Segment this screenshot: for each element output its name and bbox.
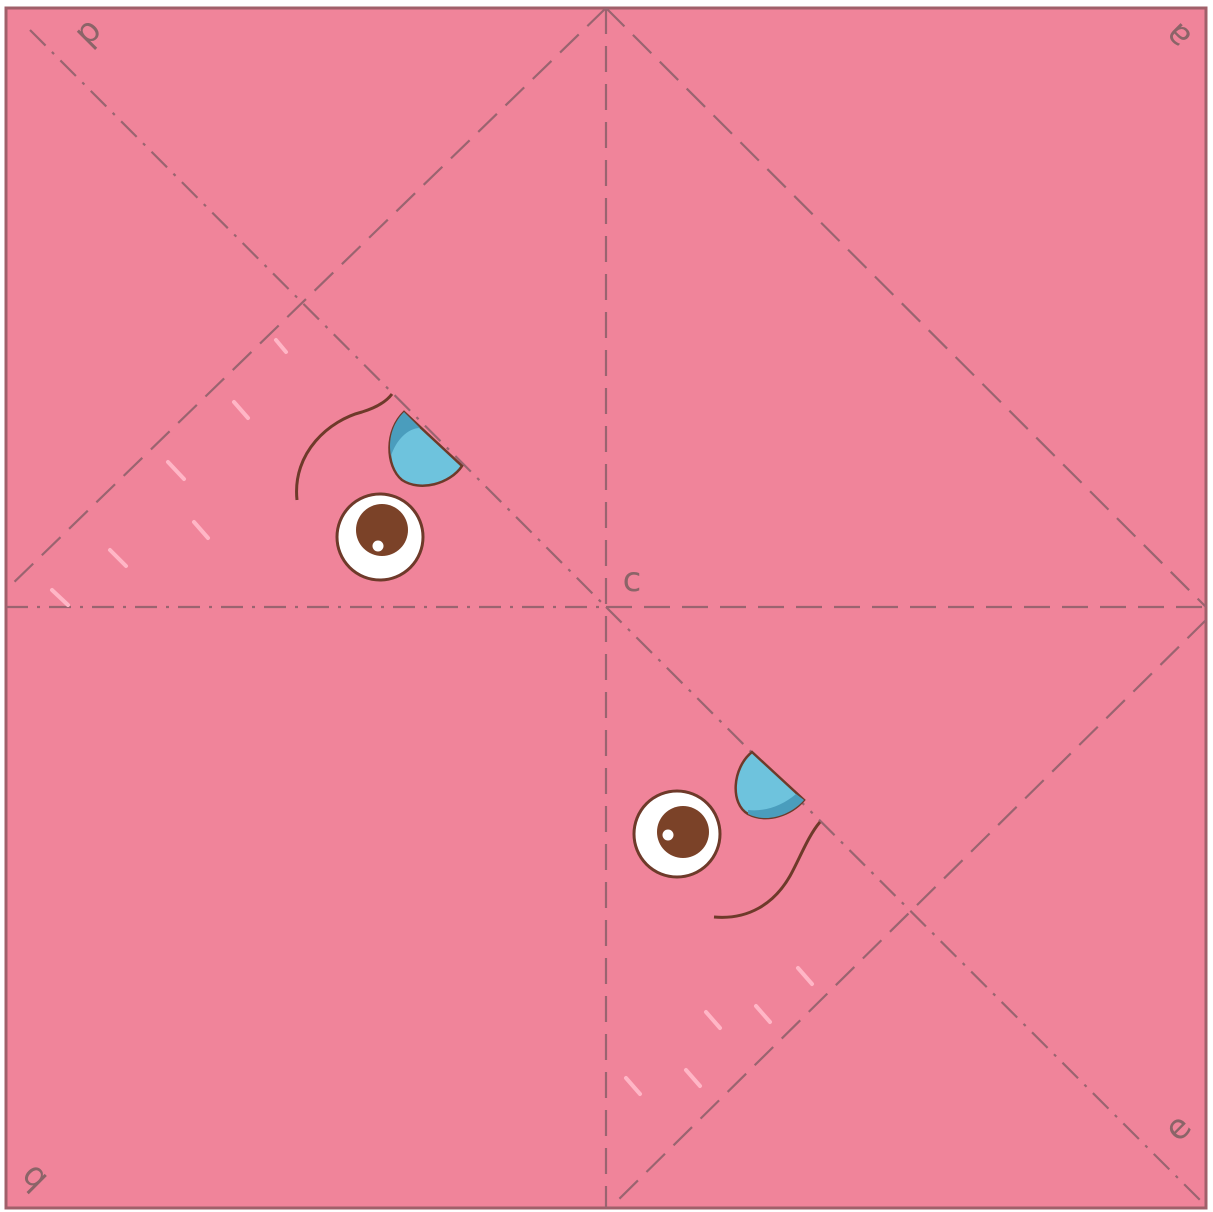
center-label: c xyxy=(623,560,642,600)
eye-icon xyxy=(634,791,720,877)
eye-icon xyxy=(337,494,423,580)
